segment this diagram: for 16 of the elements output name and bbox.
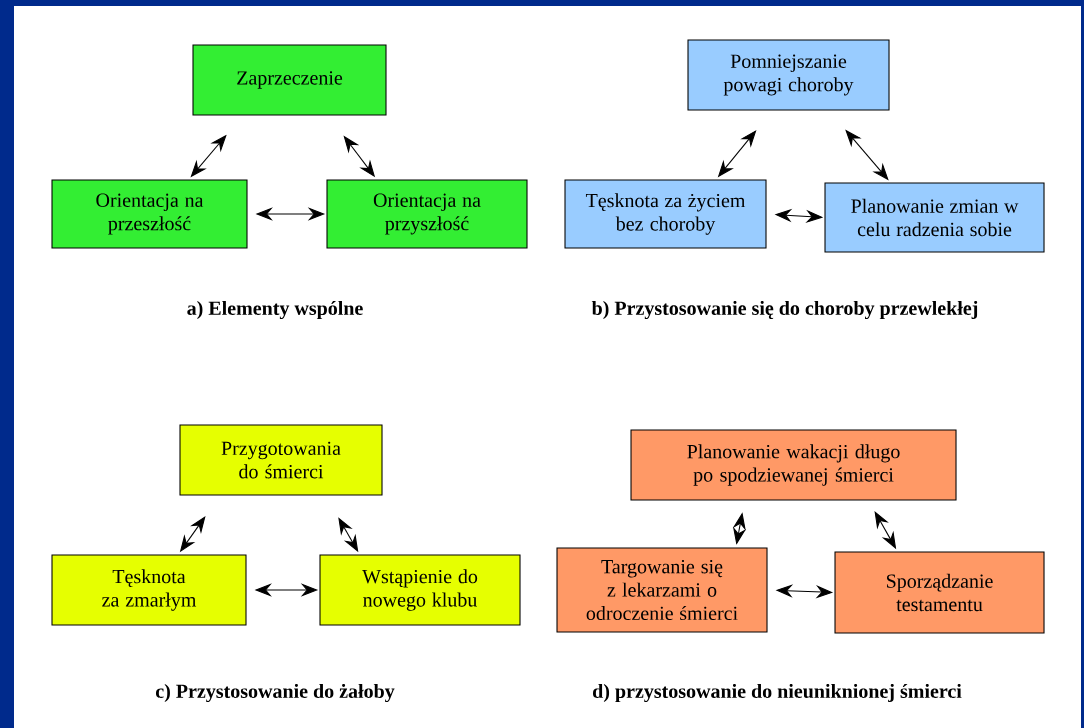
box: Zaprzeczenie [192, 44, 387, 116]
caption: b) Przystosowanie się do choroby przewlekłej [591, 300, 978, 320]
caption: a) Elementy wspólne [187, 300, 363, 320]
box: Sporządzanie testamentu [834, 551, 1045, 634]
box: Tęsknota za życiem bez choroby [564, 179, 767, 249]
caption: d) przystosowanie do nieuniknionej śmierci [593, 683, 962, 703]
box: Targowanie się z lekarzami o odroczenie śmierci [556, 547, 768, 633]
box: Tęsknota za zmarłym [51, 554, 247, 626]
box: Orientacja na przeszłość [51, 179, 248, 249]
box: Planowanie wakacji długo po spodziewanej śmierci [630, 429, 957, 501]
box: Przygotowania do śmierci [179, 424, 383, 496]
box: Pomniejszanie powagi choroby [687, 39, 890, 111]
box: Orientacja na przyszłość [326, 179, 528, 249]
caption: c) Przystosowanie do żałoby [156, 683, 395, 703]
box: Planowanie zmian w celu radzenia sobie [824, 182, 1045, 253]
box: Wstąpienie do nowego klubu [319, 554, 521, 626]
